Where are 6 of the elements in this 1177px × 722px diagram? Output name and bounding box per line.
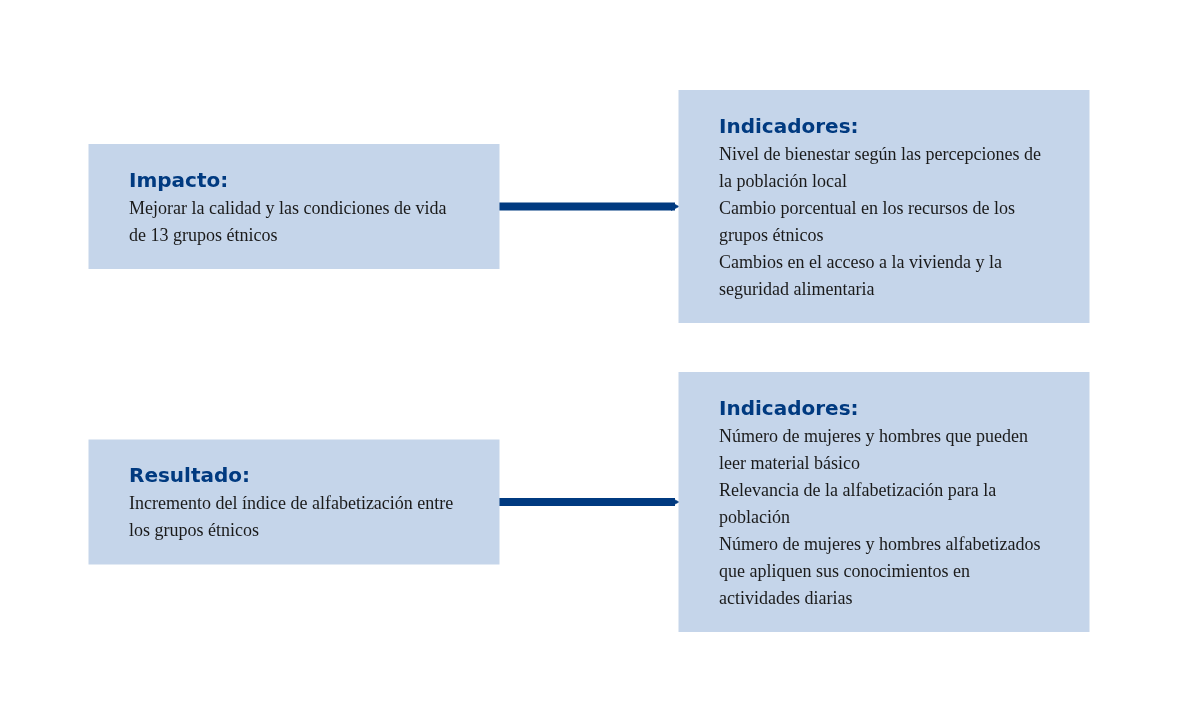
- arrow: [498, 497, 679, 507]
- arrow: [498, 202, 679, 211]
- node-box: Impacto: Mejorar la calidad y las condiciones de vida de 13 grupos étnicos: [88, 144, 499, 269]
- node-box: Indicadores: Número de mujeres y hombres que pueden leer material básico Relevancia de la alfabetización para la población Número de mujeres y hombres alfabetizados que apliquen sus conocimientos en actividades diarias: [678, 372, 1089, 632]
- node-box: Indicadores: Nivel de bienestar según las percepciones de la población local Cambio porcentual en los recursos de los grupos étnicos Cambios en el acceso a la vivienda y la seguridad alimentaria: [678, 90, 1089, 323]
- node-box: Resultado: Incremento del índice de alfabetización entre los grupos étnicos: [88, 439, 499, 565]
